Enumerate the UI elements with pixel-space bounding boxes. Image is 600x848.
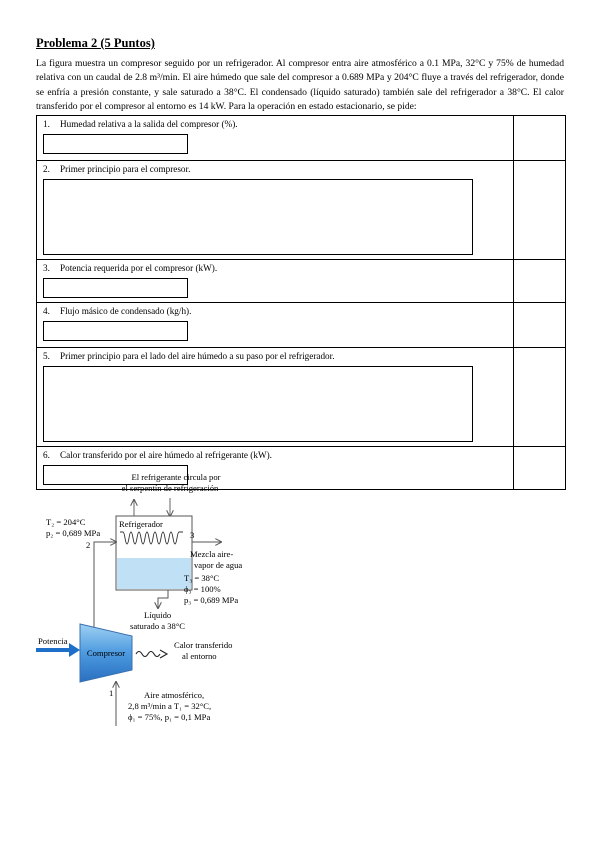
heat-loss-arrowhead bbox=[159, 649, 169, 659]
state-1-number: 1 bbox=[109, 688, 113, 698]
score-cell-5 bbox=[512, 347, 566, 447]
question-number: 6. bbox=[43, 450, 50, 460]
answer-box-4[interactable] bbox=[43, 321, 188, 341]
question-number: 5. bbox=[43, 351, 50, 361]
question-row-1: 1. Humedad relativa a la salida del compr… bbox=[36, 115, 566, 161]
score-cell-6 bbox=[512, 446, 566, 490]
state-3-pressure: p₃ = 0,689 MPa bbox=[184, 595, 238, 605]
score-cell-2 bbox=[512, 160, 566, 260]
question-number: 3. bbox=[43, 263, 50, 273]
air-flow: 2,8 m³/min a T₁ = 32°C, bbox=[128, 701, 211, 711]
refrigerator-label: Refrigerador bbox=[119, 519, 163, 529]
question-number: 4. bbox=[43, 306, 50, 316]
state-2-temperature: T₂ = 204°C bbox=[46, 517, 86, 527]
question-text: Primer principio para el compresor. bbox=[60, 164, 191, 174]
question-text: Primer principio para el lado del aire h… bbox=[60, 351, 335, 361]
state-2-pressure: p₂ = 0,689 MPa bbox=[46, 528, 100, 538]
heat-label: al entorno bbox=[182, 651, 217, 661]
question-row-3: 3. Potencia requerida por el compresor (k… bbox=[36, 259, 566, 303]
question-row-6: 6. Calor transferido por el aire húmedo a… bbox=[36, 446, 566, 490]
refrigerant-note: el serpentín de refrigeración bbox=[122, 483, 219, 493]
liquid-label: Líquido bbox=[144, 610, 171, 620]
condensate-water bbox=[117, 558, 191, 589]
state-2-number: 2 bbox=[86, 540, 90, 550]
questions-table: 1. Humedad relativa a la salida del compr… bbox=[36, 115, 566, 490]
liquid-label: saturado a 38°C bbox=[130, 621, 185, 631]
condensate-drain bbox=[158, 590, 169, 608]
answer-box-1[interactable] bbox=[43, 134, 188, 154]
answer-box-2[interactable] bbox=[43, 179, 473, 255]
question-number: 1. bbox=[43, 119, 50, 129]
air-state: ϕ₁ = 75%, p₁ = 0,1 MPa bbox=[128, 712, 210, 722]
question-text: Potencia requerida por el compresor (kW)… bbox=[60, 263, 218, 273]
refrigerant-note: El refrigerante circula por bbox=[132, 472, 221, 482]
score-cell-1 bbox=[512, 115, 566, 161]
mixture-label: Mezcla aire- bbox=[190, 549, 233, 559]
line-2-compressor-to-refrigerator bbox=[93, 542, 116, 628]
state-3-temperature: T₃ = 38°C bbox=[184, 573, 219, 583]
state-3-number: 3 bbox=[190, 530, 194, 540]
answer-box-5[interactable] bbox=[43, 366, 473, 442]
compressor-label: Compresor bbox=[87, 648, 125, 658]
question-number: 2. bbox=[43, 164, 50, 174]
air-label: Aire atmosférico, bbox=[144, 690, 204, 700]
question-text: Humedad relativa a la salida del compres… bbox=[60, 119, 238, 129]
score-cell-4 bbox=[512, 302, 566, 348]
cooling-coil bbox=[120, 531, 183, 545]
state-3-humidity: ϕ₃ = 100% bbox=[184, 584, 221, 594]
problem-statement: La figura muestra un compresor seguido p… bbox=[36, 58, 564, 112]
question-text: Flujo másico de condensado (kg/h). bbox=[60, 306, 192, 316]
heat-label: Calor transferido bbox=[174, 640, 232, 650]
compressor-body bbox=[79, 623, 133, 683]
mixture-label: vapor de agua bbox=[194, 560, 242, 570]
question-row-4: 4. Flujo másico de condensado (kg/h). bbox=[36, 302, 566, 348]
question-row-5: 5. Primer principio para el lado del aire… bbox=[36, 347, 566, 447]
heat-loss-arrow bbox=[135, 650, 161, 658]
power-arrow-shaft bbox=[36, 648, 70, 652]
question-text: Calor transferido por el aire húmedo al … bbox=[60, 450, 272, 460]
problem-title: Problema 2 (5 Puntos) bbox=[36, 36, 155, 50]
question-row-2: 2. Primer principio para el compresor. bbox=[36, 160, 566, 260]
compressor-refrigerator-diagram: El refrigerante circula por el serpentín… bbox=[36, 472, 242, 726]
answer-box-3[interactable] bbox=[43, 278, 188, 298]
power-label: Potencia bbox=[38, 636, 68, 646]
power-arrow-head bbox=[69, 643, 80, 657]
answer-box-6[interactable] bbox=[43, 465, 188, 485]
score-cell-3 bbox=[512, 259, 566, 303]
